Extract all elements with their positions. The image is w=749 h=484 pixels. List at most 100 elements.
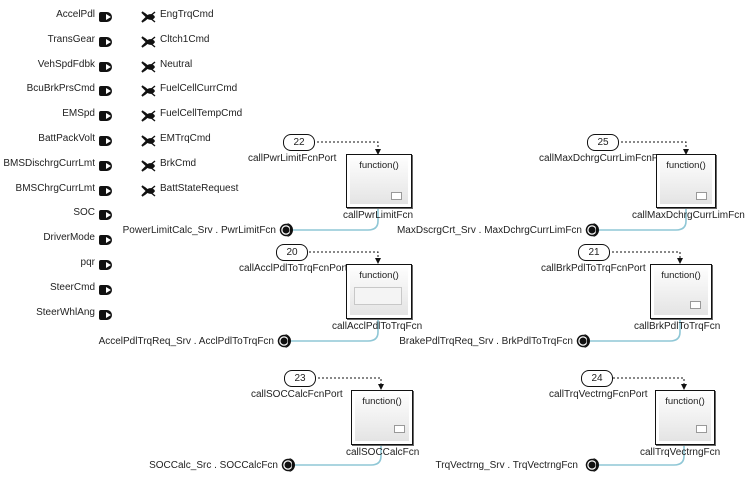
function-label: function() [359,270,399,281]
trigger-port-label: callSOCCalcFcnPort [251,389,343,400]
trigger-port-label: callAcclPdlToTrqFcnPort [239,263,348,274]
block-name: callTrqVectrngFcn [640,447,721,458]
function-call-subsystem[interactable]: function() [351,390,413,445]
inport-icon[interactable] [98,258,112,270]
server-label: TrqVectrng_Srv . TrqVectrngFcn [435,460,578,471]
function-call-subsystem[interactable]: function() [346,154,412,208]
inport-icon[interactable] [98,283,112,295]
inport-label: SteerCmd [49,281,95,293]
inport-label: DriverMode [43,232,95,244]
call-connector [589,319,681,342]
function-call-subsystem[interactable]: function() [655,390,715,445]
call-connector [292,208,379,231]
server-label: SOCCalc_Src . SOCCalcFcn [149,460,278,471]
block-name: callSOCCalcFcn [346,447,420,458]
server-label: PowerLimitCalc_Srv . PwrLimitFcn [122,225,276,236]
mini-port-icon [690,301,701,309]
inport-icon[interactable] [98,109,112,122]
outport-label: FuelCellTempCmd [160,108,243,120]
trigger-port-label: callMaxDchrgCurrLimFcnPort [539,153,671,164]
caller-endpoint [583,334,590,348]
server-label: AccelPdlTrqReq_Srv . AcclPdlToTrqFcn [98,336,274,347]
outport-icon[interactable] [141,10,156,23]
outport-icon[interactable] [141,60,156,73]
inport-icon[interactable] [98,60,112,72]
server-label: MaxDscrgCrt_Srv . MaxDchrgCurrLimFcn [396,225,582,236]
trigger-tag[interactable]: 25 [587,134,619,151]
caller-endpoint [284,334,291,348]
outport-label: Neutral [160,58,193,70]
inport-icon[interactable] [98,159,112,171]
caller-endpoint [288,458,295,472]
trigger-line [617,141,689,155]
trigger-line [608,251,683,264]
block-name: callBrkPdlToTrqFcn [634,321,721,332]
inport-label: BMSDischrgCurrLmt [3,157,95,169]
trigger-port-label: callTrqVectrngFcnPort [549,389,648,400]
inport-label: SOC [73,207,95,219]
function-label: function() [661,270,701,281]
trigger-line [313,141,381,155]
outport-label: EngTrqCmd [160,9,214,20]
function-label: function() [362,396,402,407]
function-label: function() [665,396,705,407]
inport-icon[interactable] [98,35,112,47]
trigger-tag[interactable]: 21 [578,244,610,261]
inport-label: pqr [80,257,95,268]
function-label: function() [666,160,706,171]
mini-port-icon [696,425,707,433]
trigger-tag[interactable]: 20 [276,244,308,261]
trigger-port-label: callBrkPdlToTrqFcnPort [541,263,646,274]
outport-icon[interactable] [141,184,156,197]
trigger-tag[interactable]: 22 [283,134,315,151]
trigger-tag[interactable]: 23 [284,370,316,387]
inport-icon[interactable] [98,134,112,146]
inport-label: VehSpdFdbk [37,58,95,70]
inport-label: BMSChrgCurrLmt [15,182,95,194]
trigger-line [305,251,381,264]
caller-endpoint [286,223,293,237]
caller-endpoint [592,458,599,472]
inport-icon[interactable] [98,308,112,320]
inport-label: SteerWhlAng [36,306,95,318]
inport-label: TransGear [47,33,95,45]
preview-panel [354,287,402,305]
outport-label: BrkCmd [160,157,197,169]
function-call-subsystem[interactable]: function() [656,154,716,208]
function-call-subsystem[interactable]: function() [346,264,412,319]
outport-icon[interactable] [141,84,156,98]
outport-label: BattStateRequest [160,182,239,194]
outport-label: EMTrqCmd [160,133,211,144]
outport-label: FuelCellCurrCmd [160,83,238,95]
trigger-line [314,377,384,390]
outport-icon[interactable] [141,134,156,147]
inport-label: EMSpd [62,108,95,120]
call-connector [598,445,685,466]
outport-icon[interactable] [141,109,156,122]
inport-icon[interactable] [98,184,112,196]
call-connector [290,319,379,342]
function-call-subsystem[interactable]: function() [650,264,712,319]
subsystem-body [355,394,409,441]
call-connector [294,445,382,466]
trigger-line [609,377,687,390]
inport-label: BcuBrkPrsCmd [26,83,95,95]
inport-label: BattPackVolt [38,133,95,144]
call-connector [598,208,687,231]
server-label: BrakePdlTrqReq_Srv . BrkPdlToTrqFcn [399,336,573,347]
inport-icon[interactable] [98,10,112,22]
block-name: callPwrLimitFcn [343,210,414,221]
mini-port-icon [696,192,707,200]
mini-port-icon [394,425,405,433]
trigger-tag[interactable]: 24 [581,370,613,387]
subsystem-body [659,394,711,441]
block-name: callAcclPdlToTrqFcn [332,321,423,332]
mini-port-icon [391,192,402,200]
inport-icon[interactable] [98,208,112,221]
inport-icon[interactable] [98,233,112,246]
inport-icon[interactable] [98,84,112,97]
outport-icon[interactable] [141,35,156,48]
outport-icon[interactable] [141,159,156,172]
trigger-port-label: callPwrLimitFcnPort [248,153,337,164]
